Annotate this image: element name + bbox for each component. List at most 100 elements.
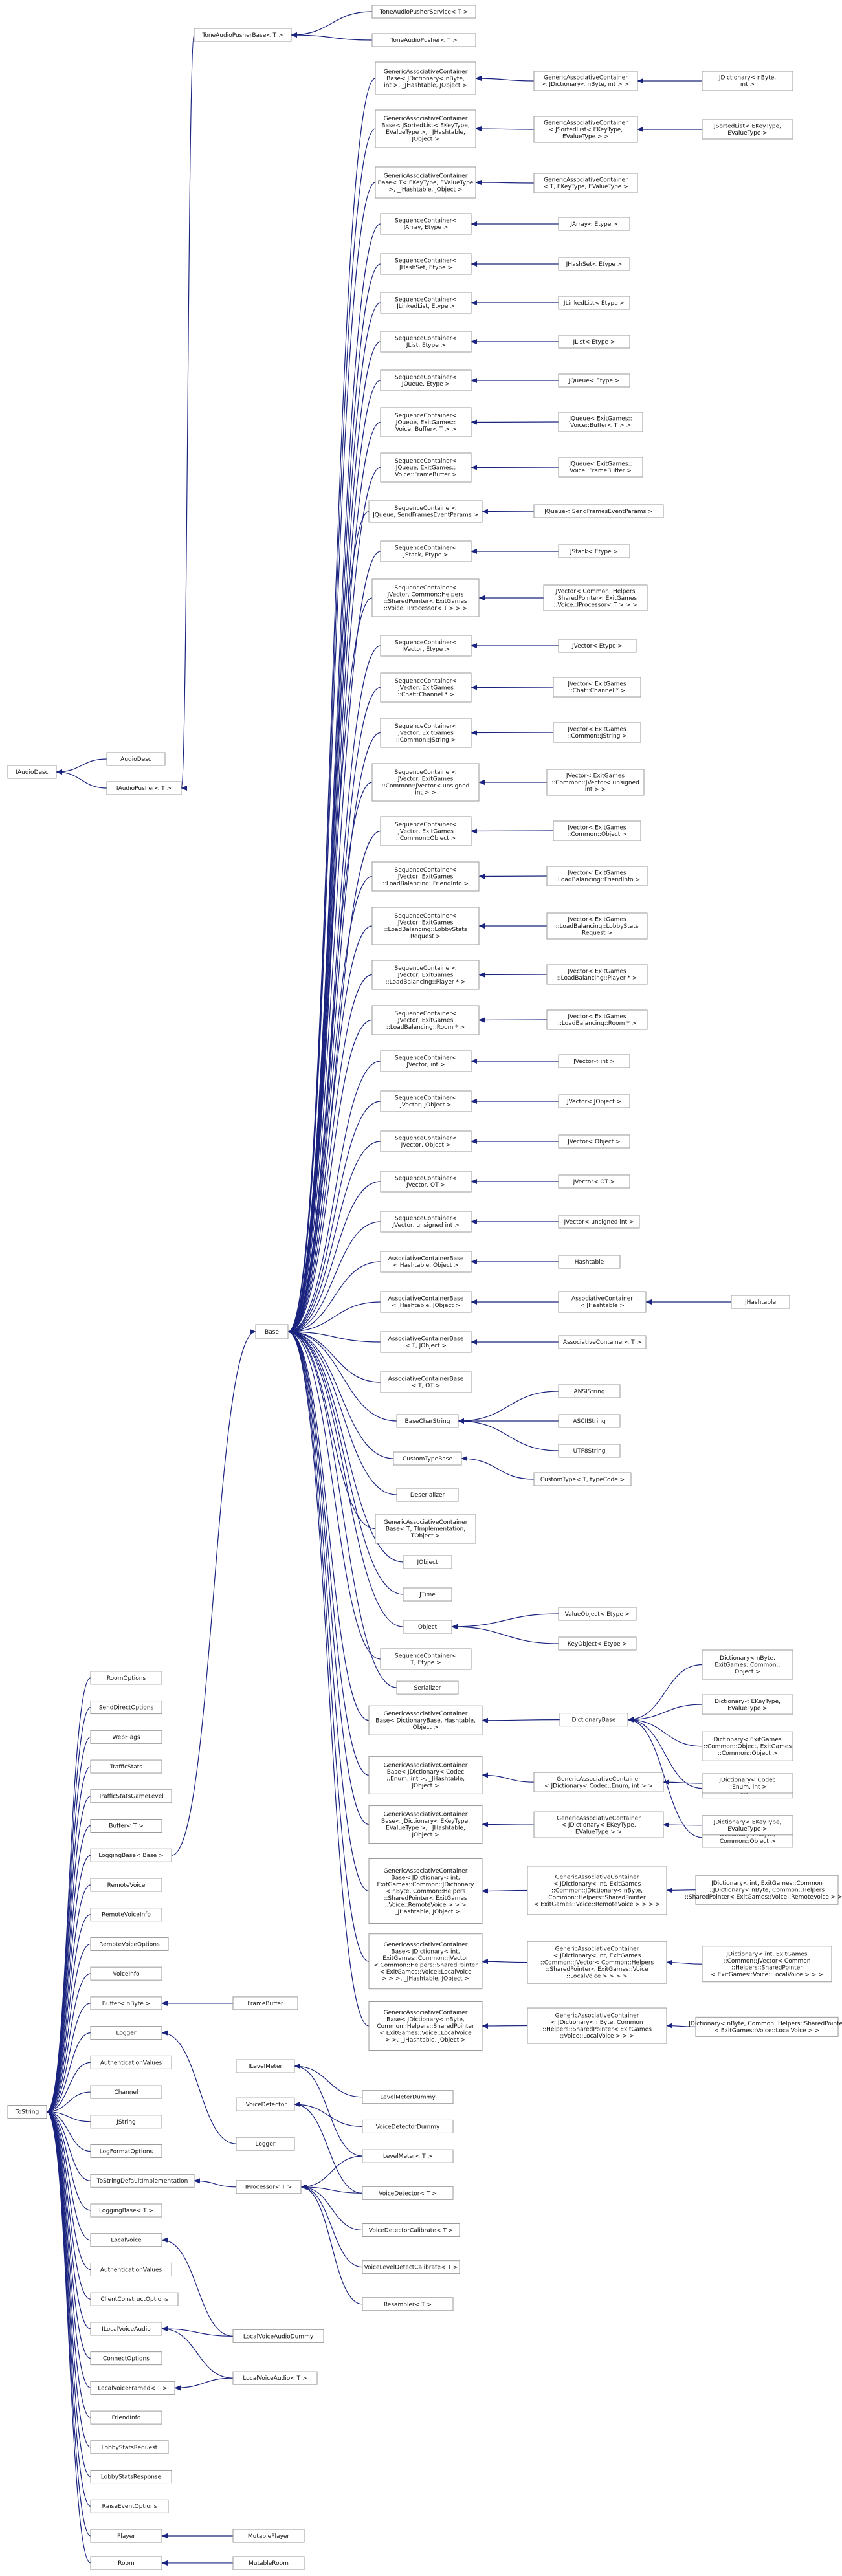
class-node-gacd1[interactable]: GenericAssociativeContainer< JDictionary… [533, 71, 638, 91]
class-node-logging-base-base[interactable]: LoggingBase< Base > [90, 1848, 172, 1862]
class-node-jvector-player[interactable]: JVector< ExitGames::LoadBalancing::Playe… [546, 964, 648, 985]
class-node-sc-jvector-jobject[interactable]: SequenceContainer<JVector, JObject > [380, 1090, 472, 1112]
class-node-sc-jvector-int[interactable]: SequenceContainer<JVector, int > [380, 1050, 472, 1072]
class-node-iaudio-pusher[interactable]: IAudioPusher< T > [106, 781, 182, 795]
class-node-jstack[interactable]: JStack< Etype > [558, 544, 630, 558]
class-node-sc-jqueue-buffer[interactable]: SequenceContainer<JQueue, ExitGames::Voi… [380, 407, 472, 437]
class-node-jvector-ot[interactable]: JVector< OT > [558, 1174, 630, 1189]
class-node-sc-jvector-uint[interactable]: SequenceContainer<JVector, unsigned int … [380, 1211, 472, 1233]
class-node-jvector-uint[interactable]: JVector< ExitGames::Common::JVector< uns… [546, 769, 645, 796]
class-node-sc-jvector-lobby[interactable]: SequenceContainer<JVector, ExitGames::Lo… [371, 907, 480, 945]
class-node-room[interactable]: Room [90, 2556, 162, 2570]
class-node-jqueue-buffer[interactable]: JQueue< ExitGames::Voice::Buffer< T > > [558, 412, 643, 432]
class-node-jvector-uint[interactable]: JVector< unsigned int > [558, 1215, 640, 1229]
class-node-jvector-channel[interactable]: JVector< ExitGames::Chat::Channel * > [553, 677, 641, 698]
class-node-jvector-proc[interactable]: JVector< Common::Helpers::SharedPointer<… [543, 584, 648, 611]
class-node-jdict-ekey[interactable]: JDictionary< EKeyType,EValueType > [702, 1815, 793, 1836]
class-node-jlinked-list[interactable]: JLinkedList< Etype > [558, 296, 630, 310]
class-node-mutable-player[interactable]: MutablePlayer [232, 2529, 305, 2543]
class-node-key-object[interactable]: KeyObject< Etype > [558, 1636, 637, 1651]
class-node-gacd-ekey2[interactable]: GenericAssociativeContainer< JDictionary… [533, 1811, 664, 1838]
class-node-jvector-cobj[interactable]: JVector< ExitGames::Common::Object > [553, 820, 641, 841]
class-node-sc-jqueue[interactable]: SequenceContainer<JQueue, Etype > [380, 369, 472, 391]
class-node-sc-jvector-object[interactable]: SequenceContainer<JVector, Object > [380, 1130, 472, 1152]
class-node-utf8string[interactable]: UTF8String [558, 1444, 621, 1458]
class-node-level-meter-t[interactable]: LevelMeter< T > [362, 2149, 454, 2163]
class-node-remote-voice[interactable]: RemoteVoice [90, 1878, 162, 1892]
class-node-object[interactable]: Object [403, 1620, 452, 1634]
class-node-sc-jvector-etype[interactable]: SequenceContainer<JVector, Etype > [380, 635, 472, 657]
class-node-voice-info[interactable]: VoiceInfo [90, 1966, 162, 1981]
class-node-jvector-friend[interactable]: JVector< ExitGames::LoadBalancing::Frien… [546, 866, 648, 886]
class-node-value-object[interactable]: ValueObject< Etype > [558, 1607, 637, 1621]
class-node-tone-audio-pusher[interactable]: ToneAudioPusher< T > [371, 33, 476, 47]
class-node-local-voice-audio[interactable]: LocalVoiceAudio< T > [232, 2371, 318, 2385]
class-node-remote-voice-options[interactable]: RemoteVoiceOptions [90, 1937, 169, 1951]
class-node-client-construct-options[interactable]: ClientConstructOptions [90, 2292, 179, 2306]
class-node-acb-t-jobject[interactable]: AssociativeContainerBase< T, JObject > [380, 1331, 472, 1353]
class-node-to-string[interactable]: ToString [7, 2105, 47, 2119]
class-node-custom-type-base[interactable]: CustomTypeBase [393, 1451, 462, 1466]
class-node-dictionary-base[interactable]: DictionaryBase [559, 1713, 628, 1727]
class-node-sc-jvector-channel[interactable]: SequenceContainer<JVector, ExitGames::Ch… [380, 672, 472, 703]
class-node-logging-base-t[interactable]: LoggingBase< T > [90, 2203, 162, 2218]
class-node-sc-jvector-jstring[interactable]: SequenceContainer<JVector, ExitGames::Co… [380, 718, 472, 748]
class-node-ac-t[interactable]: AssociativeContainer< T > [558, 1335, 647, 1349]
class-node-jvector-object[interactable]: JVector< Object > [558, 1134, 630, 1149]
class-node-jhash-set[interactable]: JHashSet< Etype > [558, 257, 630, 271]
class-node-jqueue[interactable]: JQueue< Etype > [558, 373, 630, 388]
class-node-logger[interactable]: Logger [90, 2026, 162, 2040]
class-node-hashtable[interactable]: Hashtable [558, 1255, 621, 1269]
class-node-sc-jvector-ot[interactable]: SequenceContainer<JVector, OT > [380, 1171, 472, 1193]
class-node-dict-cobj[interactable]: Dictionary< ExitGames::Common::Object, E… [702, 1731, 793, 1761]
class-node-jarray[interactable]: JArray< Etype > [558, 217, 630, 231]
class-node-sc-jqueue-send[interactable]: SequenceContainer<JQueue, SendFramesEven… [368, 500, 483, 523]
class-node-authentication-values2[interactable]: AuthenticationValues [90, 2262, 172, 2276]
class-node-gacd-codec[interactable]: GenericAssociativeContainer< JDictionary… [533, 1772, 664, 1792]
class-node-jvector-jstring[interactable]: JVector< ExitGames::Common::JString > [553, 722, 641, 743]
class-node-resampler[interactable]: Resampler< T > [362, 2297, 454, 2311]
class-node-ilevel-meter[interactable]: ILevelMeter [236, 2059, 295, 2073]
class-node-ivoice-detector[interactable]: IVoiceDetector [236, 2097, 295, 2111]
class-node-local-voice[interactable]: LocalVoice [90, 2233, 162, 2247]
class-node-buffer-nbyte[interactable]: Buffer< nByte > [90, 1996, 162, 2010]
class-node-player[interactable]: Player [90, 2529, 162, 2543]
class-node-mutable-room[interactable]: MutableRoom [232, 2556, 305, 2570]
class-node-jvector-jobject[interactable]: JVector< JObject > [558, 1094, 630, 1108]
class-node-to-string-default[interactable]: ToStringDefaultImplementation [90, 2174, 195, 2188]
class-node-sc-jvector-cobj[interactable]: SequenceContainer<JVector, ExitGames::Co… [380, 816, 472, 846]
class-node-jlist[interactable]: JList< Etype > [558, 335, 630, 349]
class-node-tone-audio-pusher-service[interactable]: ToneAudioPusherService< T > [371, 5, 476, 19]
class-node-jdict-lv[interactable]: JDictionary< int, ExitGames::Common::JVe… [702, 1946, 832, 1983]
class-node-sc-jstack[interactable]: SequenceContainer<JStack, Etype > [380, 540, 472, 562]
class-node-sc-jvector-friend[interactable]: SequenceContainer<JVector, ExitGames::Lo… [371, 861, 480, 892]
class-node-sc-t-etype[interactable]: SequenceContainer<T, Etype > [380, 1648, 472, 1670]
class-node-sc-jlinked-list[interactable]: SequenceContainer<JLinkedList, Etype > [380, 292, 472, 314]
class-node-connect-options[interactable]: ConnectOptions [90, 2351, 162, 2366]
class-node-audio-desc[interactable]: AudioDesc [106, 752, 166, 766]
class-node-asciistring[interactable]: ASCIIString [558, 1414, 621, 1428]
class-node-gacd-nb-lv[interactable]: GenericAssociativeContainer< JDictionary… [527, 2007, 667, 2044]
class-node-jhashtable[interactable]: JHashtable [731, 1295, 790, 1309]
class-node-serializer[interactable]: Serializer [396, 1680, 459, 1695]
class-node-jtime[interactable]: JTime [403, 1587, 452, 1602]
class-node-remote-voice-info[interactable]: RemoteVoiceInfo [90, 1908, 162, 1922]
class-node-traffic-stats-game-level[interactable]: TrafficStatsGameLevel [90, 1789, 172, 1803]
class-node-gacd3[interactable]: GenericAssociativeContainer< T, EKeyType… [533, 173, 638, 193]
class-node-gacd-rv[interactable]: GenericAssociativeContainer< JDictionary… [527, 1866, 667, 1915]
class-node-jdict-nb-lv[interactable]: JDictionary< nByte, Common::Helpers::Sha… [688, 2016, 842, 2037]
class-node-frame-buffer[interactable]: FrameBuffer [232, 1996, 298, 2010]
class-node-sc-jvector-proc[interactable]: SequenceContainer<JVector, Common::Helpe… [371, 578, 480, 617]
class-node-traffic-stats[interactable]: TrafficStats [90, 1759, 162, 1774]
class-node-custom-type[interactable]: CustomType< T, typeCode > [533, 1472, 632, 1486]
class-node-voice-detector-dummy[interactable]: VoiceDetectorDummy [362, 2119, 454, 2133]
class-node-voice-detector-calibrate[interactable]: VoiceDetectorCalibrate< T > [362, 2223, 460, 2237]
class-node-iaudio-desc[interactable]: IAudioDesc [7, 765, 57, 779]
class-node-jobject[interactable]: JObject [403, 1555, 452, 1569]
class-node-log-format-options[interactable]: LogFormatOptions [90, 2144, 162, 2159]
